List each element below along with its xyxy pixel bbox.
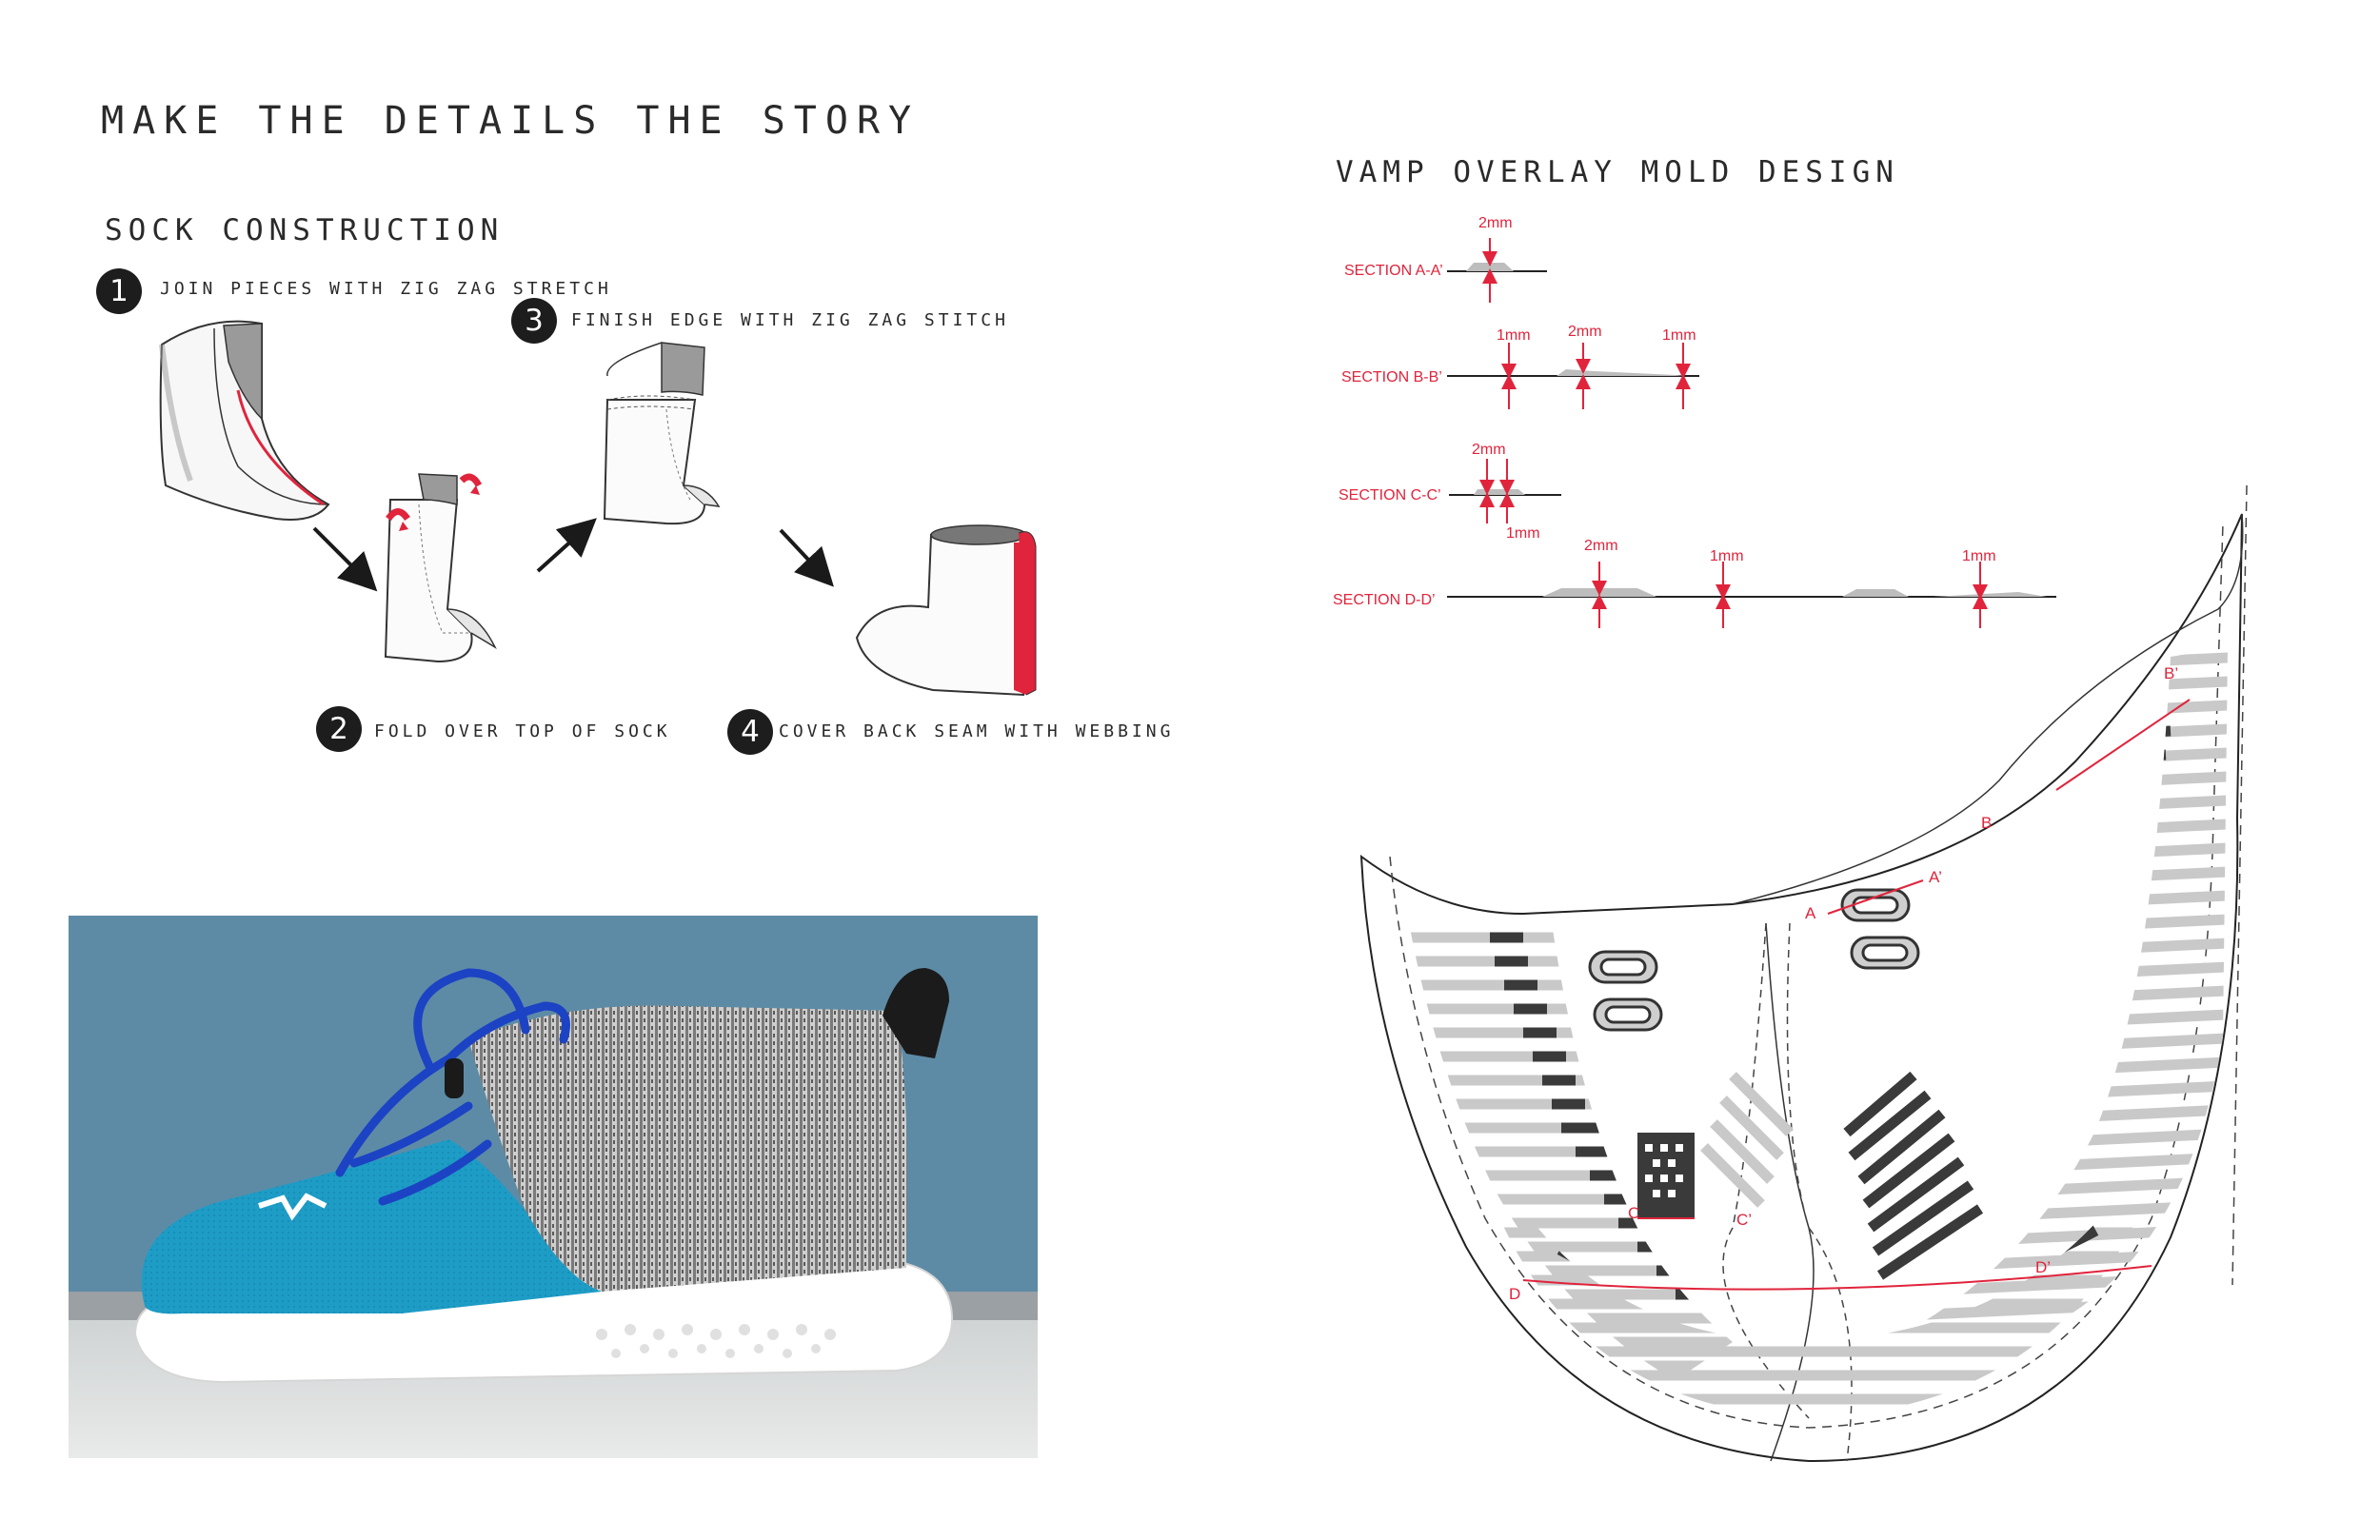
dim-d-2: 1mm <box>1710 548 1744 564</box>
section-c-profile <box>1449 459 1561 523</box>
step-4-text: COVER BACK SEAM WITH WEBBING <box>779 721 1175 741</box>
mold-label-c: C <box>1628 1204 1640 1222</box>
shoe-lace-lock <box>445 1058 464 1098</box>
step-4-badge: 4 <box>727 709 773 755</box>
sock-stage-3-drawing <box>603 342 721 525</box>
mold-bottom-stripes <box>1504 1220 2152 1405</box>
mold-label-b-prime: B’ <box>2164 664 2179 682</box>
shoe-knit-upper <box>468 1005 908 1292</box>
shoe-heel-loop <box>883 968 949 1058</box>
step-1-text: JOIN PIECES WITH ZIG ZAG STRETCH <box>160 279 612 299</box>
dim-c-2: 1mm <box>1506 525 1540 542</box>
mold-label-b: B <box>1981 814 1993 832</box>
mold-label-c-prime: C’ <box>1736 1211 1753 1229</box>
shoe-photo <box>69 916 1038 1458</box>
mold-logo-block <box>1637 1133 1695 1218</box>
step-3-text: FINISH EDGE WITH ZIG ZAG STITCH <box>571 310 1009 330</box>
mold-right-stripes <box>1866 647 2228 1324</box>
sock-stage-2-drawing <box>384 473 497 663</box>
section-b-profile <box>1447 343 1699 409</box>
step-2-badge: 2 <box>316 706 362 752</box>
step-3-badge: 3 <box>511 298 557 344</box>
step-1-badge: 1 <box>96 268 142 314</box>
page-title: MAKE THE DETAILS THE STORY <box>101 99 921 143</box>
section-profiles <box>1447 238 2056 628</box>
sock-stage-1-drawing <box>159 320 330 521</box>
mold-inner-chevrons <box>1700 1071 1984 1280</box>
vamp-mold-pattern <box>1359 484 2248 1463</box>
dim-d-3: 1mm <box>1962 548 1996 564</box>
sock-construction-illustrations <box>159 320 1037 697</box>
dim-b-2: 2mm <box>1568 324 1602 340</box>
step-2-text: FOLD OVER TOP OF SOCK <box>374 721 671 741</box>
section-b-label: SECTION B-B’ <box>1341 369 1442 385</box>
dim-b-3: 1mm <box>1662 327 1696 344</box>
shoe-laces <box>335 968 570 1206</box>
shoe-mesh-toe <box>141 1139 602 1314</box>
dim-b-1: 1mm <box>1497 327 1531 344</box>
mold-label-a-prime: A’ <box>1929 868 1942 886</box>
dim-c-1: 2mm <box>1472 442 1506 458</box>
mold-label-d: D <box>1509 1285 1521 1303</box>
mold-outer-outline <box>1359 513 2243 1463</box>
mold-eyelets <box>1588 888 1920 1032</box>
section-d-profile <box>1447 562 2056 628</box>
vamp-overlay-heading: VAMP OVERLAY MOLD DESIGN <box>1336 155 1899 189</box>
mold-label-a: A <box>1805 904 1816 922</box>
dim-a-1: 2mm <box>1478 215 1513 231</box>
dim-d-1: 2mm <box>1584 538 1618 554</box>
arrow-3-to-4 <box>779 528 834 587</box>
section-d-label: SECTION D-D’ <box>1333 592 1436 608</box>
mold-label-d-prime: D’ <box>2035 1258 2052 1276</box>
sock-stage-4-drawing <box>855 524 1037 697</box>
mold-section-lines <box>1522 699 2191 1291</box>
sock-construction-heading: SOCK CONSTRUCTION <box>105 213 505 247</box>
section-a-label: SECTION A-A’ <box>1344 263 1443 279</box>
section-c-label: SECTION C-C’ <box>1339 487 1441 503</box>
section-a-profile <box>1447 238 1547 303</box>
arrow-1-to-2 <box>312 526 378 592</box>
arrow-2-to-3 <box>536 518 597 573</box>
